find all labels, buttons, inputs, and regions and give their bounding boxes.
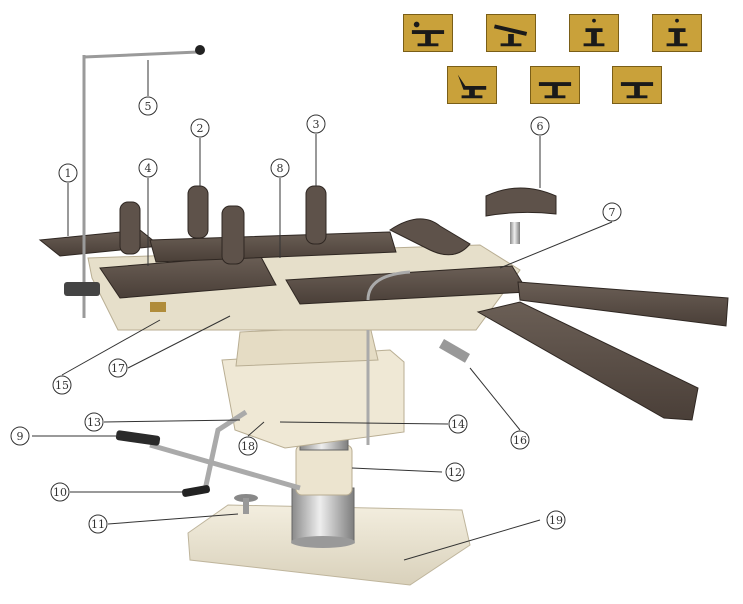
callout-number: 8 [277,162,284,175]
callout-3: 3 [306,114,326,134]
callout-number: 6 [537,120,544,133]
callout-12: 12 [445,462,465,482]
callout-16: 16 [510,430,530,450]
callout-17: 17 [108,358,128,378]
callout-15: 15 [52,375,72,395]
callout-6: 6 [530,116,550,136]
table-lower-icon [652,14,702,52]
back-board [99,231,397,299]
callout-14: 14 [448,414,468,434]
callout-10: 10 [50,482,70,502]
callout-number: 10 [53,486,67,499]
callout-4: 4 [138,158,158,178]
callout-number: 12 [448,466,462,479]
side-clamps [64,282,470,363]
anaesthesia-screen-pole [82,45,205,318]
callout-13: 13 [84,412,104,432]
callout-number: 9 [17,430,24,443]
crank-handle [181,409,248,497]
callout-9: 9 [10,426,30,446]
table-reverse-icon [612,66,662,104]
callout-19: 19 [546,510,566,530]
callout-number: 3 [313,118,320,131]
callout-18: 18 [238,436,258,456]
table-raise-icon [569,14,619,52]
callout-number: 4 [145,162,152,175]
callout-5: 5 [138,96,158,116]
callout-2: 2 [190,118,210,138]
callout-number: 11 [91,518,105,531]
leg-board-lower [476,301,699,421]
callout-number: 18 [241,440,255,453]
callout-number: 14 [451,418,465,431]
leader-lines [32,60,613,561]
callout-1: 1 [58,163,78,183]
leg-board-upper [517,281,729,327]
brake-knob [234,494,258,514]
foot-pedal-lever [115,430,301,491]
support-rod [366,270,411,445]
callout-number: 7 [609,206,616,219]
leg-rests [389,187,557,256]
table-trendelenburg-icon [530,66,580,104]
callout-8: 8 [270,158,290,178]
callout-7: 7 [602,202,622,222]
callout-number: 17 [111,362,125,375]
callout-number: 5 [145,100,152,113]
callout-number: 13 [87,416,101,429]
table-tilt-icon [486,14,536,52]
callout-number: 19 [549,514,563,527]
table-flat-icon [403,14,453,52]
head-board [38,229,162,257]
hydraulic-column [291,429,355,548]
callout-11: 11 [88,514,108,534]
callout-number: 1 [65,167,72,180]
callout-number: 15 [55,379,69,392]
shoulder-supports [119,185,327,265]
column-housing [221,325,405,449]
table-sit-icon [447,66,497,104]
callout-number: 2 [197,122,204,135]
callout-number: 16 [513,434,527,447]
